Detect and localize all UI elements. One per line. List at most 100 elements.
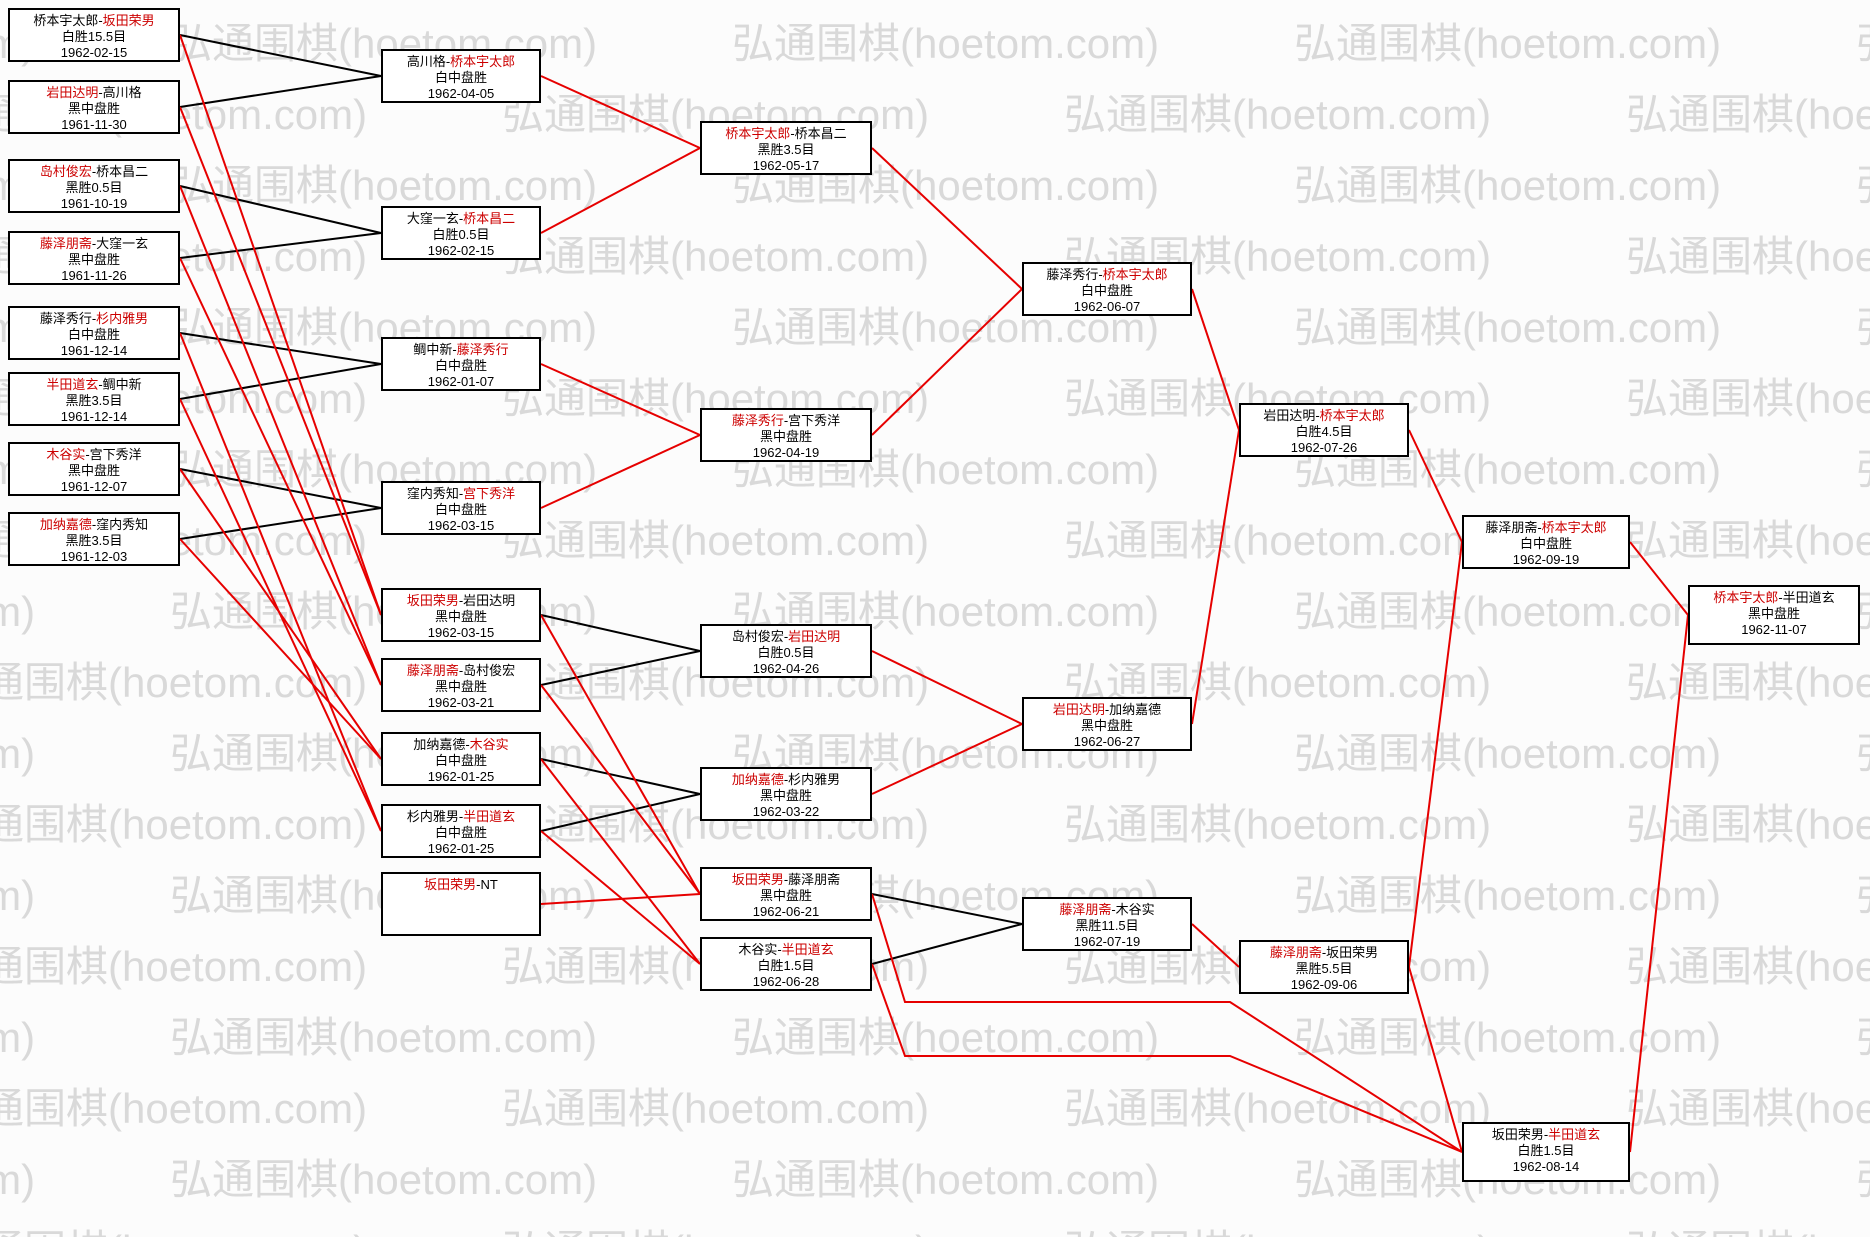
player-name: 岛村俊宏 [39,164,92,179]
match-date: 1962-02-15 [60,45,128,60]
watermark-text: 弘通围棋(hoetom.com) [1626,1217,1870,1237]
match-result: 黑中盘胜 [434,679,487,694]
player-name: 半田道玄 [781,942,834,957]
watermark-text: 弘通围棋(hoetom.com) [502,1217,929,1237]
edge-c3b3-c4b2 [871,650,1023,725]
match-date: 1962-03-15 [427,518,495,533]
watermark-text: 弘通围棋(hoetom.com) [502,233,930,280]
edge-c2b3-c3b2 [540,363,701,436]
edge-c1b1-c2b5 [179,34,382,616]
match-date: 1962-09-06 [1290,977,1358,992]
match-date: 1961-11-26 [61,268,127,283]
player-name: 桥本宇太郎 [1541,520,1607,535]
match-result: 黑中盘胜 [759,429,812,444]
player-name: 加纳嘉德 [39,517,92,532]
player-name: 岩田达明 [788,629,841,644]
player-name: 坂田荣男 [731,872,784,887]
watermark-text: 弘通围棋(hoetom.com) [0,1014,36,1061]
player-name: 岩田达明 [1052,702,1105,717]
edge-c3b6-c6b2 [871,963,1463,1153]
match-players: 岛村俊宏-桥本昌二 [39,164,149,179]
edge-c5b1-c6b1 [1408,429,1463,543]
match-players: 藤泽朋斋-木谷实 [1059,902,1155,917]
match-result: 黑中盘胜 [67,463,120,478]
player-name: 加纳嘉德 [731,772,784,787]
match-date: 1962-01-25 [427,841,495,856]
watermark-text: 弘通围棋(hoetom.com) [170,1156,598,1203]
edge-c1b3-c2b6 [179,185,382,686]
match-players: 加纳嘉德-窪内秀知 [39,517,149,532]
watermark-text: 弘通围棋(hoetom.com) [1856,294,1870,355]
player-name: 藤泽秀行 [1046,267,1099,282]
player-name: 藤泽朋斋 [1269,945,1322,960]
player-name: 鲷中新 [102,377,142,392]
match-date: 1962-06-28 [752,974,820,989]
watermark-text: 弘通围棋(hoetom.com) [1626,517,1870,564]
player-name: 岛村俊宏 [463,663,516,678]
player-name: 杉内雅男 [406,809,459,824]
player-name: NT [480,877,498,892]
watermark-text: 弘通围棋(hoetom.com) [1626,659,1870,706]
player-name: 桥本宇太郎 [1713,590,1779,605]
match-players: 加纳嘉德-杉内雅男 [731,772,841,787]
watermark-text: 弘通围棋(hoetom.com) [1856,862,1870,923]
player-name: 藤泽朋斋 [1485,520,1538,535]
watermark-text: 弘通围棋(hoetom.com) [0,1217,367,1237]
match-date: 1962-04-19 [752,445,820,460]
match-result: 白胜1.5目 [757,958,815,973]
match-result: 黑中盘胜 [434,609,487,624]
edge-c2b8-c3b6 [540,830,701,965]
match-players: 坂田荣男-半田道玄 [1491,1127,1601,1142]
match-players: 桥本宇太郎-桥本昌二 [725,126,847,141]
match-date: 1962-06-21 [752,904,820,919]
player-name: 加纳嘉德 [1109,702,1162,717]
watermark-text: 弘通围棋(hoetom.com) [1626,1085,1870,1132]
watermark-text: 弘通围棋(hoetom.com) [1064,1217,1491,1237]
edge-c3b4-c4b2 [871,723,1023,795]
edge-c1b8-c2b7 [179,538,382,760]
edge-c4b1-c5b1 [1191,288,1240,431]
edge-c2b1-c3b1 [540,75,701,149]
edge-c2b2-c3b1 [540,147,701,234]
match-date: 1961-10-19 [60,196,128,211]
match-date: 1961-12-03 [60,549,128,564]
player-name: 桥本昌二 [96,164,149,179]
edge-c1b5-c2b8 [179,332,382,832]
watermark-text: 弘通围棋(hoetom.com) [0,1156,36,1203]
match-box-c2b9: 坂田荣男-NT [381,872,541,936]
edge-c1b6-c2b3 [179,363,382,400]
player-name: 岩田达明 [463,593,516,608]
match-players: 藤泽秀行-杉内雅男 [39,311,149,326]
player-name: 半田道玄 [1782,590,1835,605]
match-date: 1962-11-07 [1741,622,1807,637]
player-name: 岩田达明 [46,85,99,100]
watermark-text: 弘通围棋(hoetom.com) [1294,588,1722,635]
watermark-text: 弘通围棋(hoetom.com) [1064,801,1492,848]
match-result: 黑中盘胜 [759,888,812,903]
edge-c3b6-c4b3 [871,923,1023,965]
match-result: 白中盘胜 [434,825,487,840]
match-players: 坂田荣男-岩田达明 [406,593,516,608]
watermark-text: 弘通围棋(hoetom.com) [502,1085,930,1132]
match-result: 黑胜5.5目 [1295,961,1353,976]
match-result: 白胜4.5目 [1295,424,1353,439]
player-name: 坂田荣男 [102,13,155,28]
player-name: 桥本宇太郎 [1319,408,1385,423]
match-players: 岩田达明-高川格 [46,85,142,100]
match-date: 1962-01-25 [427,769,495,784]
match-result: 黑中盘胜 [759,788,812,803]
match-result: 白胜15.5目 [61,29,127,44]
watermark-text: 弘通围棋(hoetom.com) [0,659,368,706]
player-name: 木谷实 [738,942,778,957]
player-name: 鲷中新 [413,342,453,357]
